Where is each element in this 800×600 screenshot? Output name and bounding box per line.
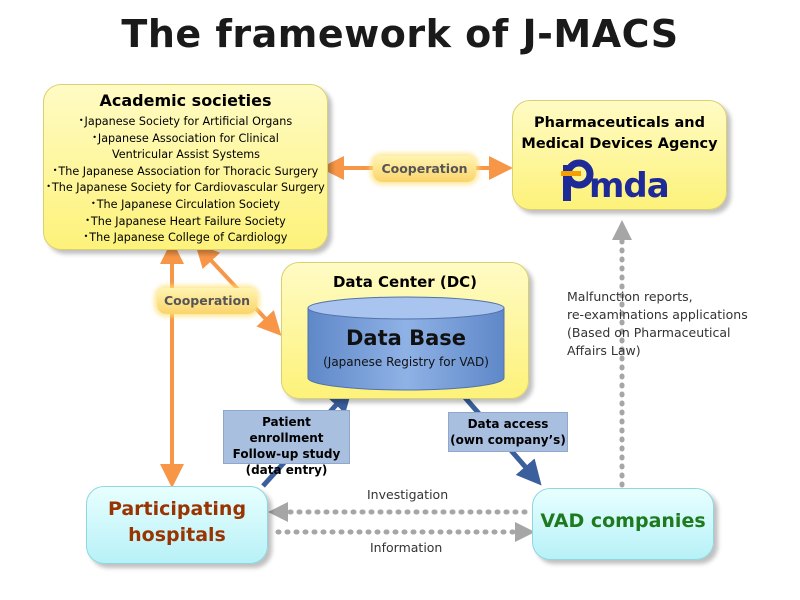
vad-companies-box: VAD companies xyxy=(532,488,714,560)
cooperation-label-top: Cooperation xyxy=(373,156,476,182)
hospitals-line1: Participating xyxy=(107,498,247,520)
pmda-box: Pharmaceuticals and Medical Devices Agen… xyxy=(512,100,727,210)
pmda-heading-line1: Pharmaceuticals and xyxy=(534,115,705,131)
pmda-heading-line2: Medical Devices Agency xyxy=(521,136,718,152)
malfunction-line1: Malfunction reports, xyxy=(567,289,693,304)
vad-companies-label: VAD companies xyxy=(540,510,706,532)
enrollment-line1: Patient enrollment xyxy=(249,415,324,445)
database-cylinder: Data Base (Japanese Registry for VAD) xyxy=(307,296,505,391)
society-item: Japanese Society for Artificial Organs xyxy=(44,113,327,130)
malfunction-line2: re-examinations applications xyxy=(567,307,748,322)
pmda-logo: mda xyxy=(561,159,670,203)
database-subtitle: (Japanese Registry for VAD) xyxy=(323,355,489,369)
academic-societies-list: Japanese Society for Artificial Organs J… xyxy=(44,113,327,246)
society-item-continuation: Ventricular Assist Systems xyxy=(112,148,260,162)
participating-hospitals-box: Participating hospitals xyxy=(86,486,268,564)
society-item: The Japanese Circulation Society xyxy=(44,196,327,213)
data-center-heading: Data Center (DC) xyxy=(332,273,478,291)
society-item: Japanese Association for Clinical xyxy=(44,130,327,147)
enrollment-line3: (data entry) xyxy=(245,463,328,477)
database-title: Data Base xyxy=(346,326,466,350)
information-label: Information xyxy=(370,540,443,555)
enrollment-label: Patient enrollment Follow-up study (data… xyxy=(223,410,350,477)
data-center-box: Data Center (DC) Data Base (Japanese Reg… xyxy=(281,262,529,399)
enrollment-line2: Follow-up study xyxy=(232,447,341,461)
investigation-label: Investigation xyxy=(367,487,449,502)
academic-societies-heading: Academic societies xyxy=(99,91,272,110)
cooperation-label-left: Cooperation xyxy=(157,288,257,314)
data-access-label: Data access (own company’s) xyxy=(448,412,568,452)
academic-societies-box: Academic societies Japanese Society for … xyxy=(43,84,328,250)
malfunction-reports-text: Malfunction reports, re-examinations app… xyxy=(567,288,792,360)
society-item: The Japanese Association for Thoracic Su… xyxy=(44,163,327,180)
society-item: The Japanese Heart Failure Society xyxy=(44,213,327,230)
society-item: The Japanese College of Cardiology xyxy=(44,229,327,246)
data-access-line1: Data access xyxy=(467,417,549,431)
malfunction-line4: Affairs Law) xyxy=(567,343,641,358)
data-access-line2: (own company’s) xyxy=(450,433,566,447)
hospitals-line2: hospitals xyxy=(128,524,226,546)
malfunction-line3: (Based on Pharmaceutical xyxy=(567,325,731,340)
pmda-logo-text: mda xyxy=(589,166,669,203)
page-title: The framework of J-MACS xyxy=(121,12,679,56)
society-item: The Japanese Society for Cardiovascular … xyxy=(44,179,327,196)
